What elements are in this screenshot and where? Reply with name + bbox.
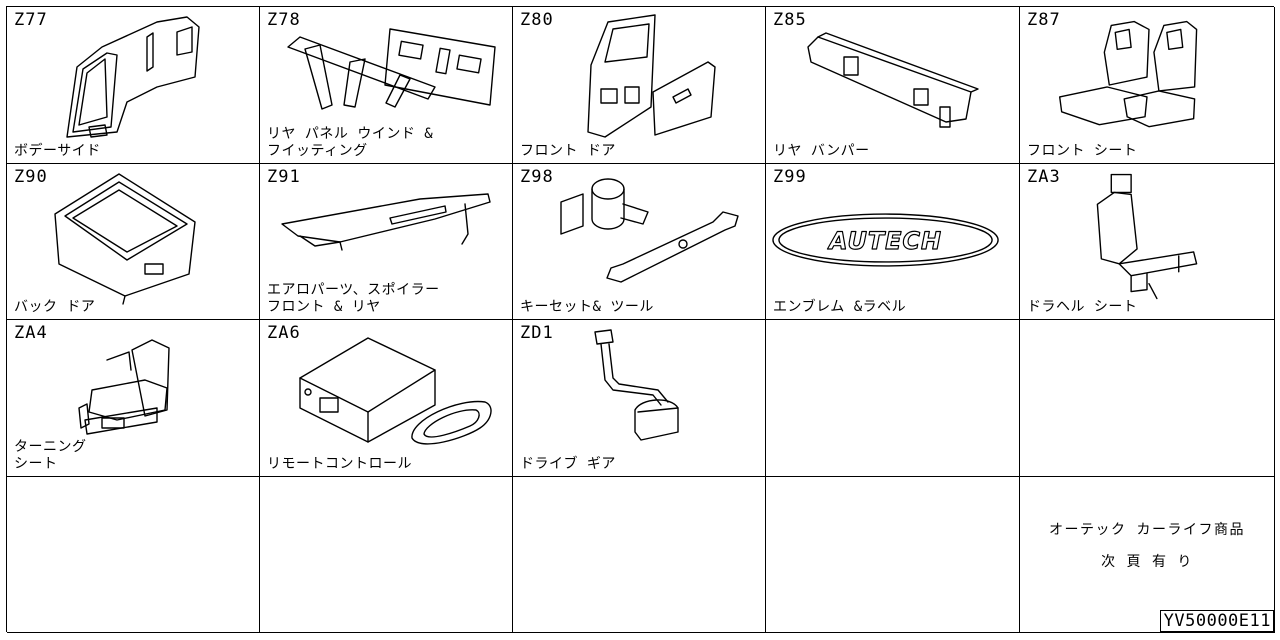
emblem-text: AUTECH — [827, 227, 942, 255]
rear-bumper-icon — [807, 32, 979, 128]
part-code: Z80 — [520, 10, 554, 30]
sheet-id: YV50000E11 — [1159, 610, 1274, 632]
footer-note-line1: オーテック カーライフ商品 — [1049, 522, 1245, 538]
part-code: ZA6 — [267, 323, 301, 343]
catalog-cell-za3[interactable]: ZA3 ドラヘル シート — [1020, 164, 1275, 320]
catalog-cell-empty — [766, 477, 1020, 633]
front-seat-icon — [1058, 20, 1198, 128]
part-code: Z77 — [14, 10, 48, 30]
footer-note-line2: 次 頁 有 り — [1101, 554, 1193, 570]
catalog-cell-empty — [7, 477, 260, 633]
catalog-cell-footer-note: オーテック カーライフ商品 次 頁 有 り — [1020, 477, 1275, 633]
catalog-cell-z78[interactable]: Z78 リヤ パネル ウインド & フイッティング — [260, 7, 513, 164]
catalog-cell-z87[interactable]: Z87 フロント シート — [1020, 7, 1275, 164]
catalog-cell-z85[interactable]: Z85 リヤ バンパー — [766, 7, 1020, 164]
emblem-label-icon: AUTECH — [772, 213, 999, 267]
part-code: ZD1 — [520, 323, 554, 343]
part-label: エアロパーツ、スポイラー フロント & リヤ — [267, 282, 440, 315]
part-code: ZA3 — [1027, 167, 1061, 187]
part-code: Z78 — [267, 10, 301, 30]
part-label: ターニング シート — [14, 439, 87, 472]
catalog-cell-z80[interactable]: Z80 フロント ドア — [513, 7, 766, 164]
catalog-cell-za6[interactable]: ZA6 リモートコントロール — [260, 320, 513, 477]
key-set-tool-icon — [560, 178, 739, 283]
drive-help-seat-icon — [1096, 173, 1198, 300]
aero-spoiler-icon — [281, 193, 491, 251]
part-code: ZA4 — [14, 323, 48, 343]
rear-panel-window-icon — [287, 28, 496, 110]
part-label: フロント ドア — [520, 143, 616, 159]
part-label: フロント シート — [1027, 143, 1138, 159]
part-label: エンブレム &ラベル — [773, 299, 907, 315]
body-side-panel-icon — [66, 16, 200, 138]
parts-catalog-grid: Z77 ボデーサイド Z78 リヤ パネル ウインド & フイッティング Z80… — [6, 6, 1275, 633]
back-door-icon — [54, 173, 196, 305]
part-label: ドラヘル シート — [1027, 299, 1138, 315]
part-label: リヤ バンパー — [773, 143, 870, 159]
catalog-cell-z77[interactable]: Z77 ボデーサイド — [7, 7, 260, 164]
catalog-cell-z99[interactable]: AUTECH Z99 エンブレム &ラベル — [766, 164, 1020, 320]
part-label: ボデーサイド — [14, 143, 101, 159]
catalog-cell-zd1[interactable]: ZD1 ドライブ ギア — [513, 320, 766, 477]
part-code: Z90 — [14, 167, 48, 187]
catalog-cell-empty — [766, 320, 1020, 477]
front-door-icon — [587, 14, 716, 138]
catalog-cell-z98[interactable]: Z98 キーセット& ツール — [513, 164, 766, 320]
catalog-cell-empty — [1020, 320, 1275, 477]
part-label: リヤ パネル ウインド & フイッティング — [267, 126, 434, 159]
part-code: Z87 — [1027, 10, 1061, 30]
catalog-cell-z90[interactable]: Z90 バック ドア — [7, 164, 260, 320]
part-code: Z99 — [773, 167, 807, 187]
part-label: リモートコントロール — [267, 456, 412, 472]
catalog-cell-za4[interactable]: ZA4 ターニング シート — [7, 320, 260, 477]
part-label: キーセット& ツール — [520, 299, 654, 315]
part-label: バック ドア — [14, 299, 96, 315]
remote-control-icon — [299, 337, 492, 445]
part-code: Z85 — [773, 10, 807, 30]
turning-seat-icon — [78, 339, 170, 435]
catalog-cell-z91[interactable]: Z91 エアロパーツ、スポイラー フロント & リヤ — [260, 164, 513, 320]
drive-gear-icon — [594, 329, 679, 441]
part-code: Z98 — [520, 167, 554, 187]
part-label: ドライブ ギア — [520, 456, 616, 472]
catalog-cell-empty — [513, 477, 766, 633]
part-code: Z91 — [267, 167, 301, 187]
catalog-cell-empty — [260, 477, 513, 633]
